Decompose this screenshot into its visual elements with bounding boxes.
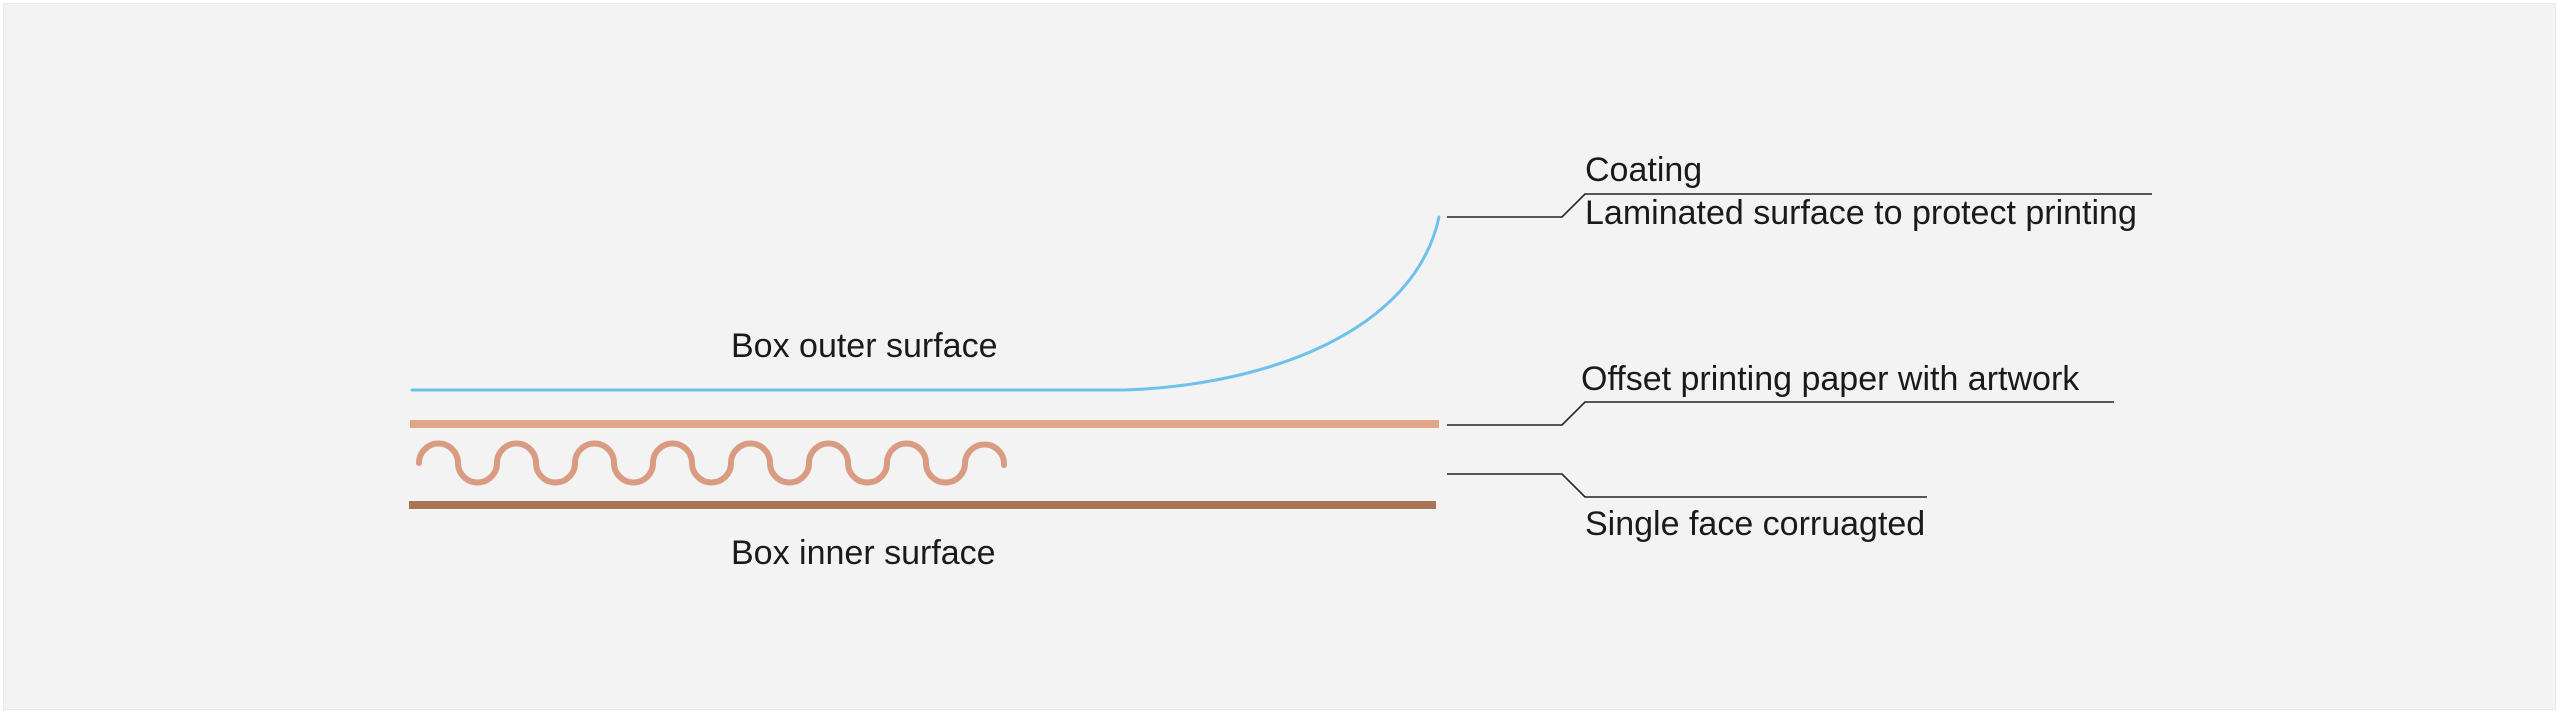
corrugated-flute (416, 440, 1008, 486)
label-coating-title: Coating (1585, 151, 1702, 189)
coating-layer (410, 215, 1441, 392)
label-box-outer-surface: Box outer surface (731, 327, 997, 365)
diagram-canvas (3, 3, 2556, 710)
label-single-face-corrugated: Single face corruagted (1585, 505, 1925, 543)
label-coating-description: Laminated surface to protect printing (1585, 194, 2137, 232)
label-box-inner-surface: Box inner surface (731, 534, 996, 572)
leader-coating (1447, 193, 2152, 218)
leader-single-face (1447, 473, 1927, 498)
label-offset-paper: Offset printing paper with artwork (1581, 360, 2080, 398)
leader-offset (1447, 401, 2114, 426)
